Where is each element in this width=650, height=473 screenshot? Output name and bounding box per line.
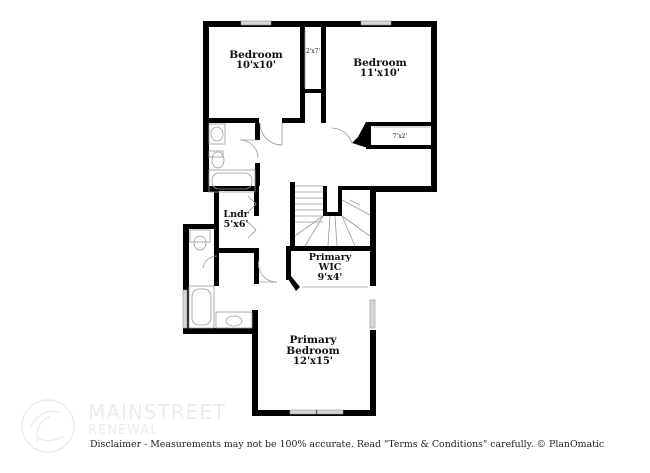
- room-label-primary-wic: Primary WIC 9'x4': [309, 253, 352, 283]
- room-dimensions: 5'x6': [223, 218, 249, 230]
- room-label-primary-bedroom: Primary Bedroom 12'x15': [286, 334, 340, 368]
- brand-watermark-title: MAINSTREET: [88, 400, 227, 424]
- room-label-bedroom-2: Bedroom 11'x10': [353, 57, 407, 80]
- room-label-bedroom-1: Bedroom 10'x10': [229, 49, 283, 72]
- disclaimer-text: Disclaimer - Measurements may not be 100…: [90, 439, 605, 450]
- room-dimensions: 9'x4': [317, 271, 343, 283]
- room-label-laundry: Lndr 5'x6': [223, 210, 248, 230]
- room-name-line1: Primary: [289, 334, 337, 346]
- brand-watermark-subtitle: RENEWAL: [88, 423, 159, 438]
- room-name: Lndr: [223, 209, 249, 220]
- closet-label-1: 2'x7': [305, 48, 321, 55]
- room-name: Bedroom: [353, 57, 407, 69]
- room-dimensions: 11'x10': [360, 68, 400, 80]
- room-dimensions: 10'x10': [236, 60, 276, 72]
- room-name: Bedroom: [229, 49, 283, 61]
- brand-logo-watermark: [21, 399, 75, 453]
- fixtures: [188, 30, 430, 329]
- room-name-line2: WIC: [318, 261, 342, 273]
- room-dimensions: 12'x15': [293, 356, 333, 368]
- room-name-line2: Bedroom: [286, 345, 340, 358]
- windows: [182, 20, 392, 415]
- closet-label-2: 7'x2': [392, 133, 408, 140]
- room-name-line1: Primary: [308, 252, 352, 263]
